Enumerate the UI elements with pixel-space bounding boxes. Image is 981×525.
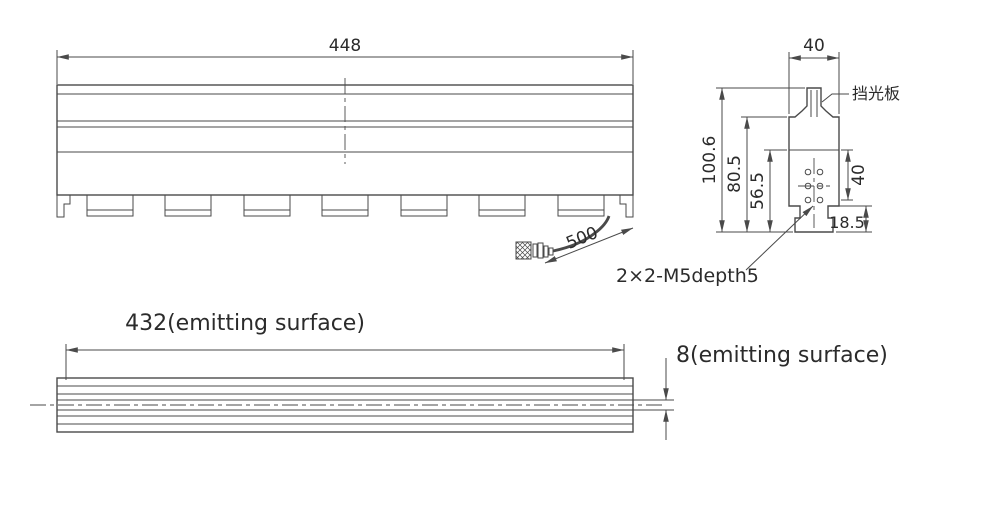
connector-ring-2 <box>537 242 544 259</box>
front-view: 448 500 <box>56 36 634 264</box>
bar-horizontal-lines <box>57 385 633 425</box>
dim-8-label: 8(emitting surface) <box>676 343 888 368</box>
leader-line <box>821 93 849 103</box>
bottom-view: 432(emitting surface) 8(emitting surface… <box>30 311 888 440</box>
upper-height-dimension: 80.5 <box>725 116 787 233</box>
cable-length-dimension: 500 <box>544 223 634 264</box>
connector-neck <box>548 247 554 256</box>
hole <box>816 196 824 204</box>
hole-span-dimension: 40 <box>841 149 869 201</box>
profile-center-lines <box>798 158 830 228</box>
dimension-line <box>544 227 634 264</box>
baffle-label: 挡光板 <box>852 84 900 103</box>
extension-lines <box>716 87 805 233</box>
dim-500-label: 500 <box>563 223 601 254</box>
dim-100-6-label: 100.6 <box>700 136 720 185</box>
emitting-length-dimension: 432(emitting surface) <box>65 311 625 380</box>
dim-40-top-label: 40 <box>803 36 825 56</box>
connector-ring-1 <box>532 243 538 258</box>
extension-lines <box>65 344 625 380</box>
front-overall-width-dimension: 448 <box>56 36 634 84</box>
dim-40-side-label: 40 <box>849 164 869 186</box>
dim-448-label: 448 <box>329 36 361 56</box>
thread-note-label: 2×2-M5depth5 <box>616 265 759 287</box>
dim-80-5-label: 80.5 <box>725 155 745 193</box>
baffle-plates <box>810 90 818 117</box>
hole <box>804 196 812 204</box>
dim-56-5-label: 56.5 <box>748 172 768 210</box>
dim-432-label: 432(emitting surface) <box>125 311 365 336</box>
hole <box>804 182 812 190</box>
bottom-step-dimension: 18.5 <box>829 205 872 233</box>
profile-outline <box>788 87 840 233</box>
mounting-holes <box>804 168 824 204</box>
lower-height-dimension: 56.5 <box>748 149 787 233</box>
bottom-bar-outline <box>30 377 662 433</box>
hole <box>816 182 824 190</box>
hole <box>804 168 812 176</box>
baffle-callout: 挡光板 <box>821 84 900 103</box>
side-view: 40 挡光板 100.6 80.5 56.5 40 <box>616 36 900 287</box>
dim-18-5-label: 18.5 <box>829 213 865 232</box>
connector-knurl <box>515 241 532 260</box>
emitting-width-dimension: 8(emitting surface) <box>633 343 888 440</box>
side-width-dimension: 40 <box>788 36 840 114</box>
extension-lines <box>788 52 840 114</box>
hole <box>816 168 824 176</box>
mounting-feet <box>86 194 605 217</box>
total-height-dimension: 100.6 <box>700 87 805 233</box>
connector-ring-3 <box>543 245 549 258</box>
left-end-hook <box>56 195 71 218</box>
right-end-hook <box>619 195 634 218</box>
front-body-outline <box>56 78 634 218</box>
thread-note-callout: 2×2-M5depth5 <box>616 205 814 287</box>
leader-line <box>745 205 814 271</box>
